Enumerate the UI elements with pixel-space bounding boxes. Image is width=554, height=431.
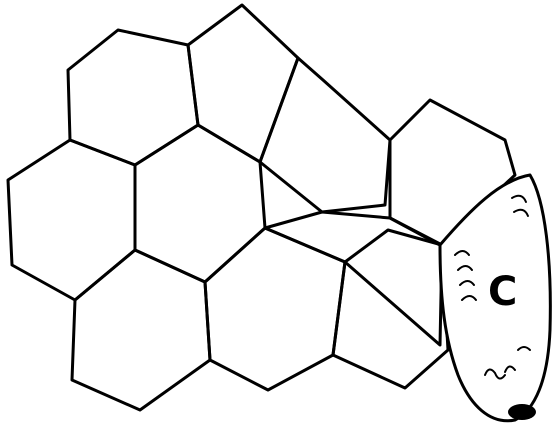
hex-cell-2 — [188, 5, 298, 162]
dark-spot — [508, 404, 536, 420]
hex-cell-5 — [8, 140, 135, 300]
hex-cell-8 — [72, 250, 210, 410]
cell-label-c: C — [488, 269, 517, 315]
hex-cell-3 — [260, 58, 390, 212]
hex-cell-7 — [265, 212, 442, 345]
hex-cell-1 — [68, 30, 198, 165]
hex-cell-9 — [205, 228, 345, 390]
hex-cell-10 — [333, 230, 448, 388]
